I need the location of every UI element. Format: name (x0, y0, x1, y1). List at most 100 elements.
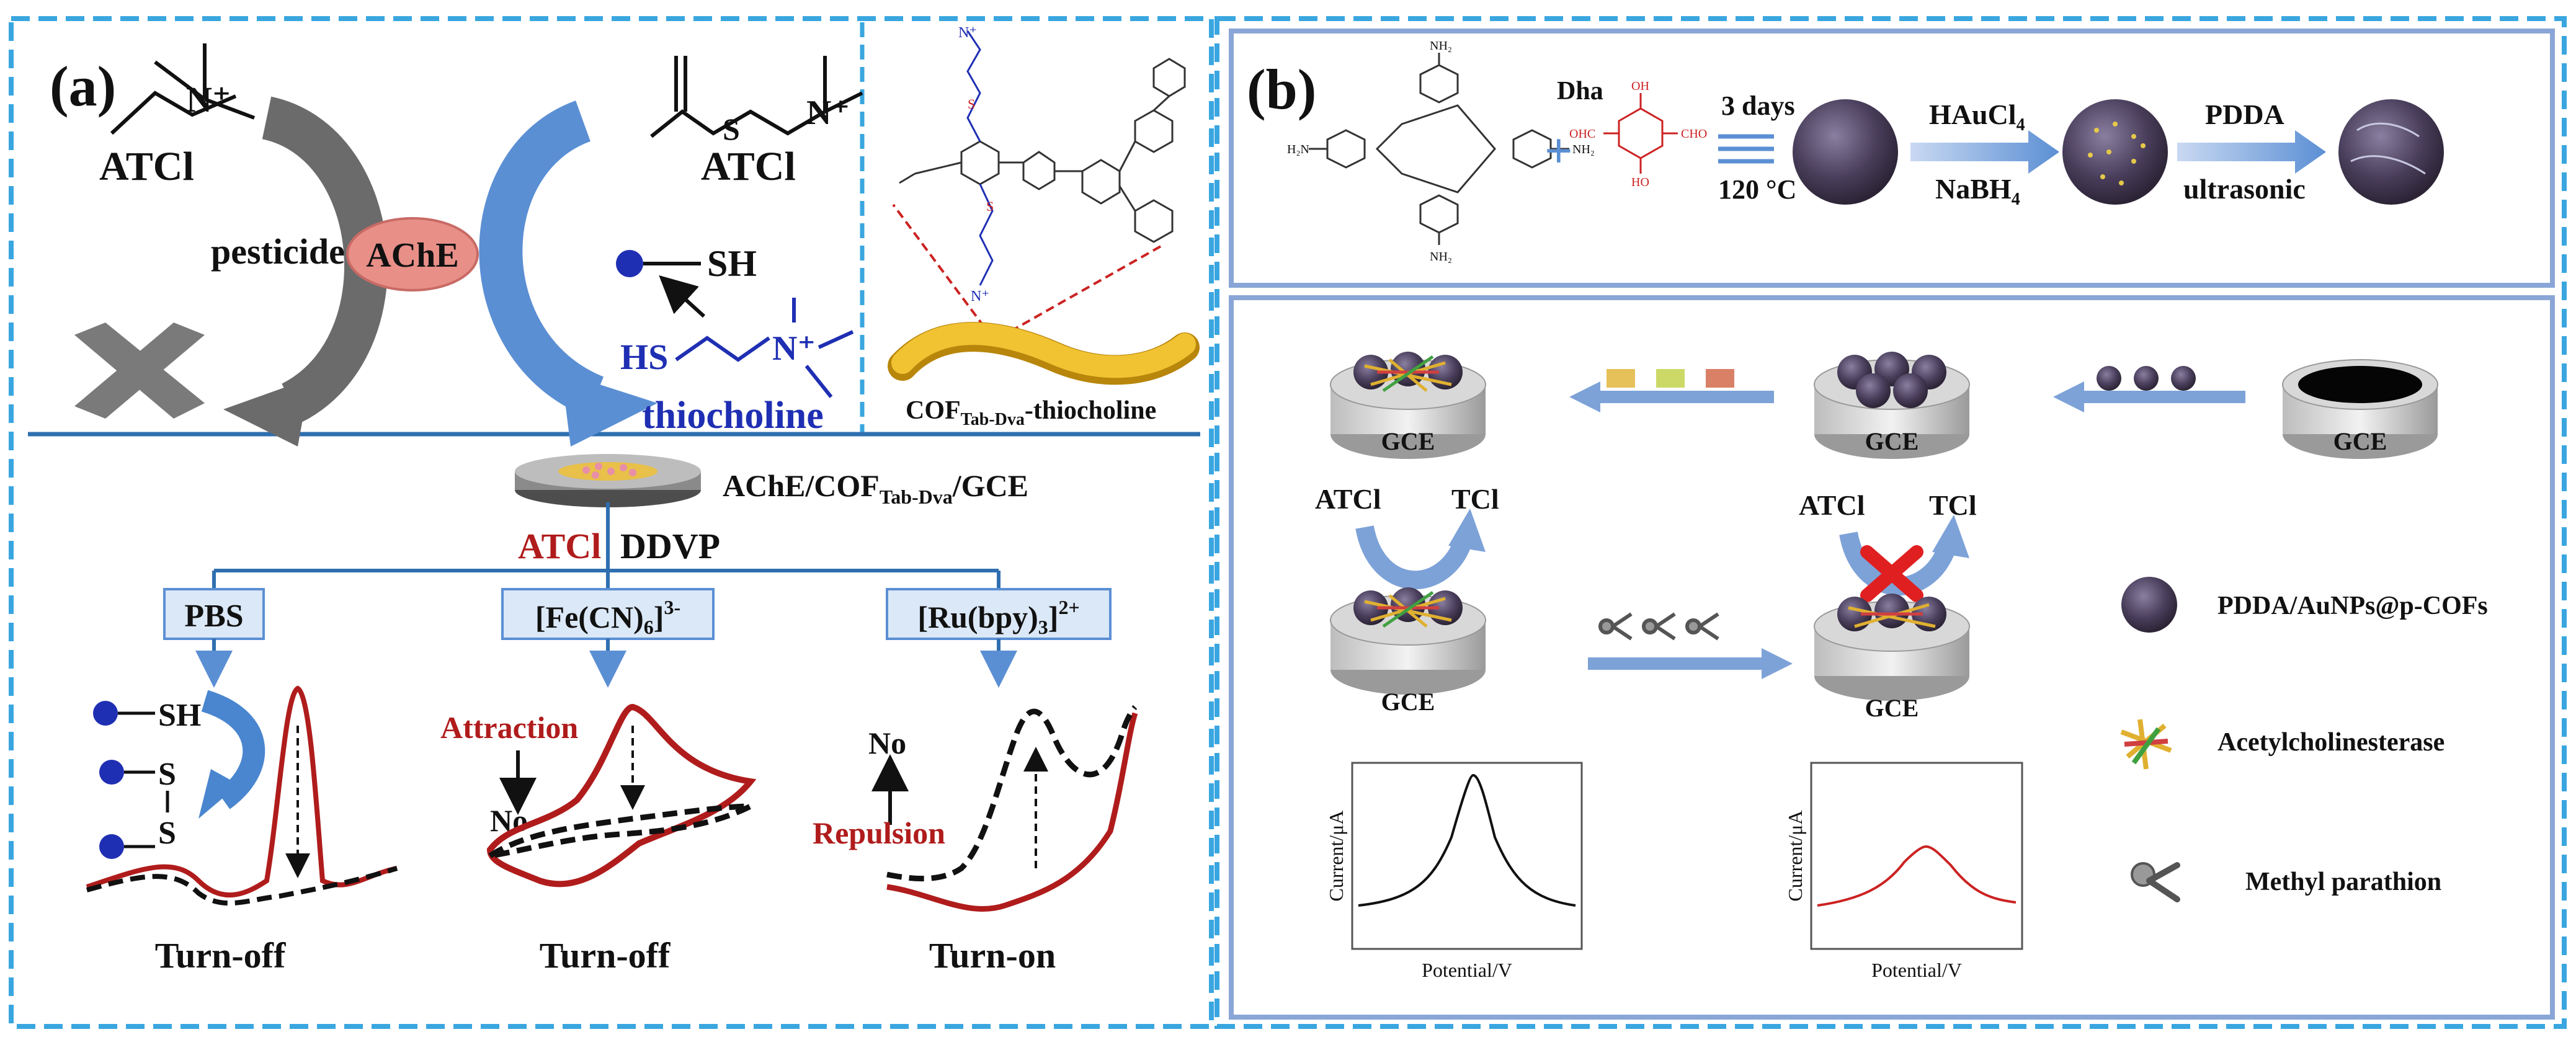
oh-top: OH (1631, 79, 1649, 93)
nh2-bottom: NH₂ (1430, 250, 1452, 264)
oh-bottom: HO (1631, 176, 1649, 189)
temp-label: 120 °C (1718, 174, 1796, 205)
probe-pbs-box (163, 588, 265, 640)
nabh4-label: NaBH4 (1935, 173, 2020, 209)
cof-s-top: S (968, 96, 975, 112)
time-label: 3 days (1721, 91, 1795, 121)
porphyrin-structure (1309, 53, 1569, 245)
enzyme-icons-row (1607, 369, 1734, 388)
cv-curve-fe-dashed (488, 803, 752, 859)
result-3: Turn-on (929, 935, 1056, 976)
reagent-ddvp: DDVP (620, 526, 720, 566)
gce-enzyme-mid (1330, 587, 1486, 695)
plot-1-frame (1351, 762, 1583, 950)
panel-a-label: (a) (50, 55, 116, 118)
reaction-arc-1 (1355, 525, 1473, 589)
tcl-label-b1: TCl (1451, 483, 1499, 515)
result-1: Turn-off (155, 935, 286, 976)
pesticide-icons-row (1598, 612, 1719, 641)
gce-cof (1814, 352, 1970, 459)
s-sphere-2 (99, 834, 124, 859)
cv-curve-pbs-dashed (86, 866, 398, 906)
n-plus-thio: N⁺ (772, 329, 816, 368)
ultrasonic-label: ultrasonic (2183, 173, 2306, 205)
cho-left: OHC (1569, 127, 1595, 141)
atcl-label-b2: ATCl (1799, 489, 1865, 521)
attraction-label: Attraction (440, 710, 578, 745)
atcl-left-label: ATCl (99, 144, 194, 189)
oxidation-arrow (201, 690, 265, 809)
down-arrows (195, 639, 1017, 688)
step-arrow-5 (1588, 648, 1793, 679)
probe-ferricyanide: [Fe(CN)6]3- (535, 596, 680, 638)
haucl4-label: HAuCl4 (1929, 99, 2025, 135)
hydrolysis-arrow (479, 100, 604, 417)
nh2-left: H₂N (1287, 143, 1309, 156)
probe-ruthenium: [Ru(bpy)3]2+ (917, 596, 1079, 638)
plot-2-frame (1810, 762, 2023, 950)
n-plus-left: N⁺ (186, 79, 231, 120)
legend-2: Acetylcholinesterase (2217, 728, 2445, 757)
atcl-right-label: ATCl (701, 144, 796, 189)
cof-sphere (1793, 99, 1898, 205)
s-sphere-1 (99, 760, 124, 785)
inhibited-x-icon (1860, 545, 1923, 602)
dha-label: Dha (1557, 77, 1603, 105)
electrode-label: AChE/COFTab-Dva/GCE (723, 468, 1028, 508)
gce-label-3: GCE (1381, 427, 1435, 455)
pdda-coating (2350, 122, 2426, 175)
reagent-atcl: ATCl (518, 526, 601, 566)
probe-ruthenium-box (886, 588, 1112, 640)
cof-n-top: N⁺ (958, 25, 977, 41)
pesticide-label: pesticide (211, 231, 345, 272)
hs-label: HS (620, 337, 668, 377)
cv-curve-ru-dashed (886, 705, 1138, 882)
cof-thiocholine-bottom (979, 184, 994, 286)
inhibition-arrowhead (223, 378, 310, 447)
zoom-line-right (998, 244, 1164, 339)
step-arrow-1 (1910, 130, 2059, 174)
legend-3: Methyl parathion (2245, 868, 2441, 896)
plot-2-ylabel: Current/μA (1784, 811, 1806, 902)
nh2-right: NH₂ (1572, 143, 1595, 156)
panel-b-frame (1214, 16, 2567, 1029)
oxidation-arrowhead (198, 769, 239, 819)
cof-structure (899, 58, 1186, 243)
plot-1-xlabel: Potential/V (1422, 959, 1512, 981)
pdda-label: PDDA (2205, 99, 2284, 130)
plot-2-xlabel: Potential/V (1871, 959, 1962, 981)
no-label-2: No (868, 726, 906, 760)
plot-1-curve (1358, 773, 1576, 907)
plot-2-curve (1817, 845, 2017, 907)
cv-curve-ru-red (886, 712, 1138, 912)
plot-1-ylabel: Current/μA (1325, 811, 1347, 902)
sh-label-top: SH (707, 243, 757, 284)
legend-enzyme-icon (2120, 719, 2172, 770)
panel-b-label: (b) (1247, 58, 1316, 121)
gce-label-5: GCE (1865, 694, 1919, 722)
cv-curve-pbs-red (86, 685, 398, 898)
hydrolysis-arrowhead (561, 372, 657, 447)
repulsion-label: Repulsion (813, 816, 945, 850)
pdda-aunp-cof-sphere (2338, 99, 2444, 205)
synthesis-box (1229, 29, 2555, 288)
equilibrium-lines (1718, 134, 1774, 164)
blocked-x-icon (74, 323, 205, 419)
cof-thiocholine-top (966, 30, 981, 142)
aunp-dots (2088, 122, 2146, 185)
sh-sphere (616, 250, 643, 277)
atcl-label-b1: ATCl (1315, 483, 1381, 515)
reaction-arc-2-head (1932, 515, 1969, 558)
thiocholine-chain (675, 336, 770, 362)
cof-n-bottom: N⁺ (971, 288, 989, 305)
cof-spheres-small (2097, 366, 2196, 391)
step-arrow-2 (2177, 130, 2326, 174)
methyl-bonds (792, 298, 854, 398)
gce-inhibited (1814, 594, 1970, 701)
tcl-label-b2: TCl (1929, 489, 1977, 521)
gce-label-1: GCE (2333, 427, 2387, 455)
panel-a-frame (9, 16, 1214, 1029)
gce-label-2: GCE (1865, 427, 1919, 455)
atcl-structure-right (650, 56, 863, 138)
